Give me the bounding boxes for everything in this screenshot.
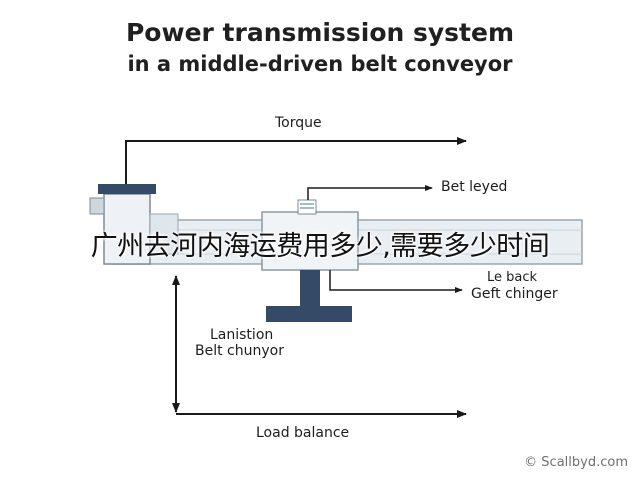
label-belt-leyed: Bet leyed — [441, 179, 508, 195]
label-lanistion: Lanistion — [210, 327, 274, 343]
label-geft-chinger: Geft chinger — [471, 286, 558, 302]
support-base — [266, 306, 352, 322]
label-torque: Torque — [275, 115, 322, 131]
label-le-back: Le back — [487, 270, 538, 285]
belt-leyed-arrow — [307, 185, 433, 200]
torque-arrow — [125, 137, 467, 190]
overlay-caption: 广州去河内海运费用多少,需要多少时间 — [90, 231, 550, 262]
title-line-1: Power transmission system — [125, 18, 515, 47]
drive-motor-cap — [98, 184, 156, 194]
support-column — [300, 270, 320, 310]
label-belt-chunyor: Belt chunyor — [195, 343, 284, 359]
geft-chinger-arrow — [329, 270, 463, 293]
watermark: © Scallbyd.com — [524, 455, 628, 470]
top-sensor — [297, 199, 317, 215]
drive-coupling — [89, 197, 105, 215]
drive-motor-housing — [103, 193, 151, 265]
central-pulley-block — [261, 211, 359, 271]
title-line-2: in a middle-driven belt conveyor — [127, 52, 513, 76]
label-load-balance: Load balance — [256, 425, 350, 441]
